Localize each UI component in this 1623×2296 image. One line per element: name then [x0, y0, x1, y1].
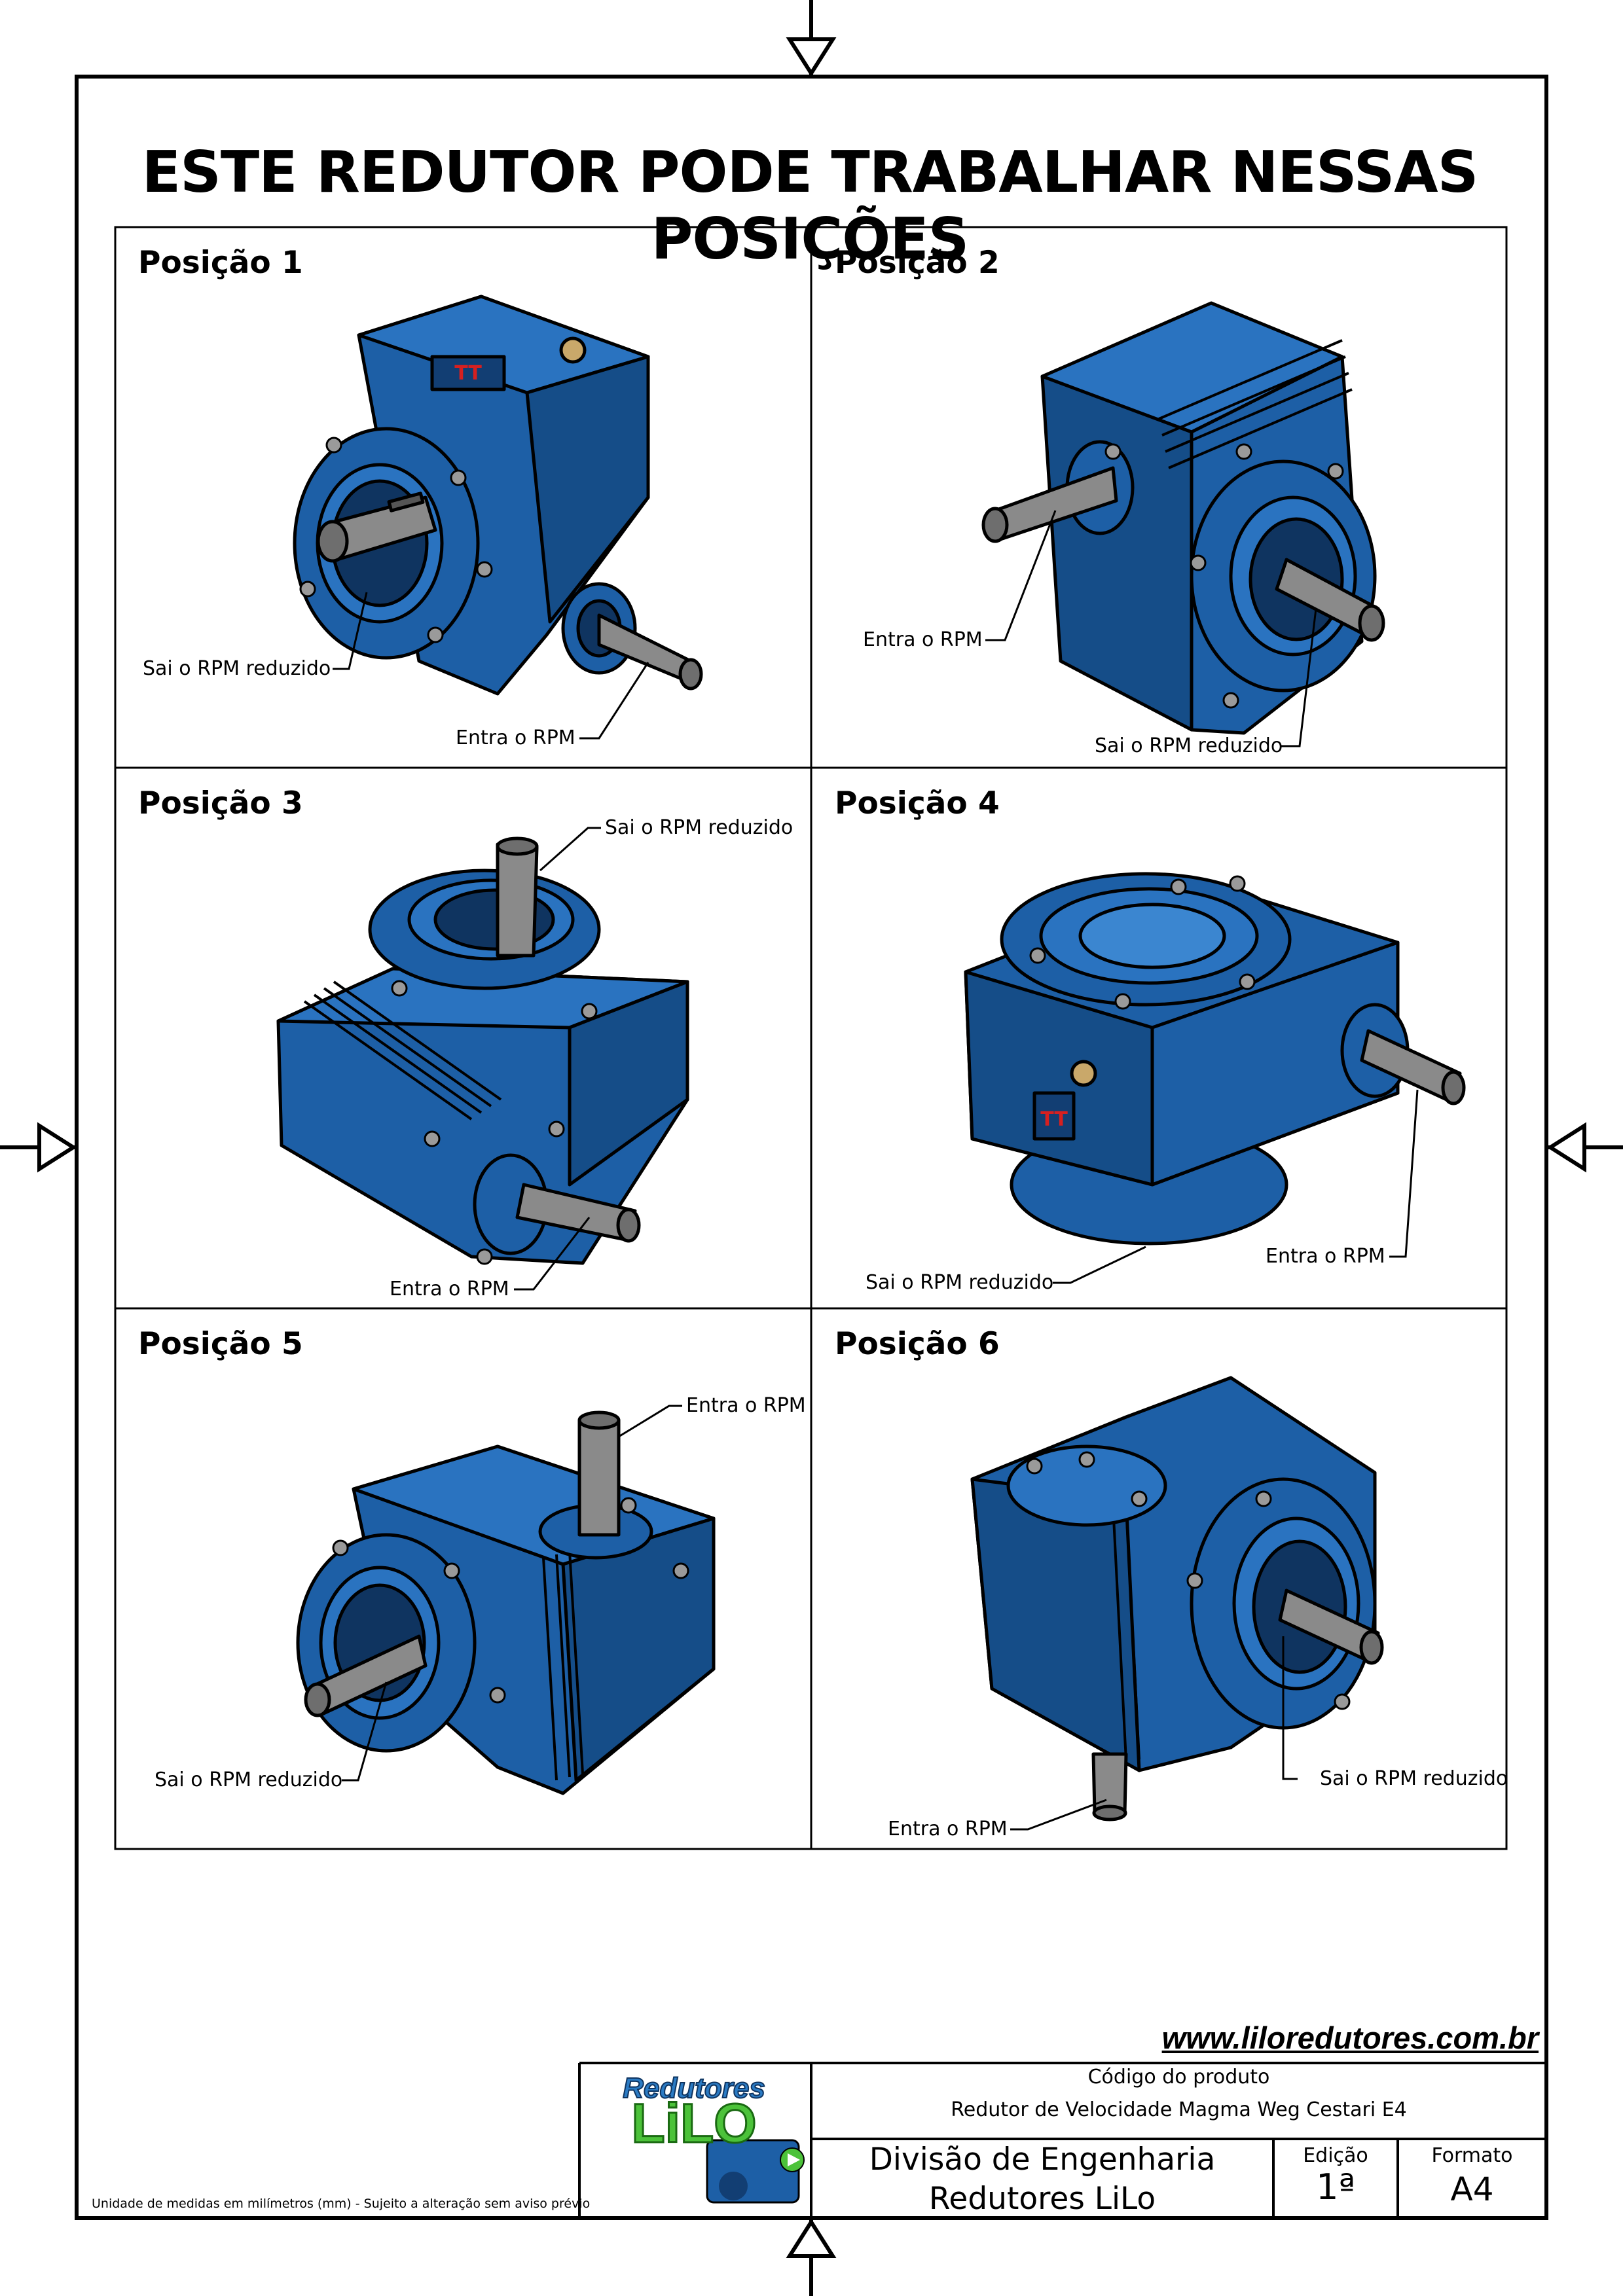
center-mark-bottom: [786, 2218, 837, 2296]
position-1-input-label: Entra o RPM: [456, 726, 575, 749]
edition-label: Edição: [1303, 2144, 1368, 2167]
reducer-image-position-3: [276, 836, 689, 1264]
units-note: Unidade de medidas em milímetros (mm) - …: [92, 2197, 591, 2211]
position-6-title: Posição 6: [835, 1326, 1000, 1362]
division-line-1: Divisão de Engenharia: [869, 2142, 1216, 2178]
position-5-input-label: Entra o RPM: [686, 1394, 806, 1417]
position-4-title: Posição 4: [835, 785, 1000, 821]
position-6-output-label: Sai o RPM reduzido: [1320, 1767, 1508, 1790]
format-label: Formato: [1431, 2144, 1513, 2167]
svg-text:TT: TT: [454, 362, 482, 385]
reducer-image-position-5: [296, 1410, 716, 1795]
position-5-title: Posição 5: [138, 1326, 303, 1362]
positions-grid: [114, 226, 1508, 1850]
position-2-output-label: Sai o RPM reduzido: [1095, 734, 1283, 757]
position-1-title: Posição 1: [138, 245, 303, 281]
position-2-input-label: Entra o RPM: [863, 628, 983, 651]
logo-main-text: LiLO: [630, 2092, 757, 2155]
logo-top-text: Redutores: [622, 2072, 766, 2105]
page-title: ESTE REDUTOR PODE TRABALHAR NESSAS POSIÇ…: [141, 139, 1479, 272]
position-4-output-label: Sai o RPM reduzido: [866, 1271, 1054, 1294]
reducer-image-position-4: TT: [964, 872, 1466, 1246]
product-code-label: Código do produto: [1087, 2066, 1270, 2089]
position-3-output-label: Sai o RPM reduzido: [605, 816, 793, 839]
division-line-2: Redutores LiLo: [928, 2181, 1156, 2217]
reducer-image-position-2: [981, 301, 1385, 735]
position-3-title: Posição 3: [138, 785, 303, 821]
reducer-image-position-1: TT: [293, 295, 703, 696]
position-5-output-label: Sai o RPM reduzido: [155, 1768, 343, 1791]
center-mark-top: [786, 0, 837, 77]
leader-lines: [333, 510, 1419, 1831]
center-mark-right: [1546, 1122, 1623, 1173]
svg-text:TT: TT: [1040, 1108, 1068, 1131]
position-2-title: Posição 2: [835, 245, 1000, 281]
title-block: [578, 2062, 1546, 2218]
reducer-image-position-6: [970, 1376, 1384, 1821]
product-name: Redutor de Velocidade Magma Weg Cestari …: [951, 2098, 1407, 2121]
position-3-input-label: Entra o RPM: [390, 1278, 509, 1300]
website-link[interactable]: www.liloredutores.com.br: [1161, 2020, 1539, 2055]
company-logo: [706, 2139, 805, 2204]
position-4-input-label: Entra o RPM: [1266, 1245, 1385, 1268]
position-1-output-label: Sai o RPM reduzido: [143, 657, 331, 680]
center-mark-left: [0, 1122, 77, 1173]
edition-value: 1ª: [1316, 2166, 1355, 2208]
format-value: A4: [1450, 2170, 1494, 2208]
position-6-input-label: Entra o RPM: [888, 1818, 1008, 1840]
